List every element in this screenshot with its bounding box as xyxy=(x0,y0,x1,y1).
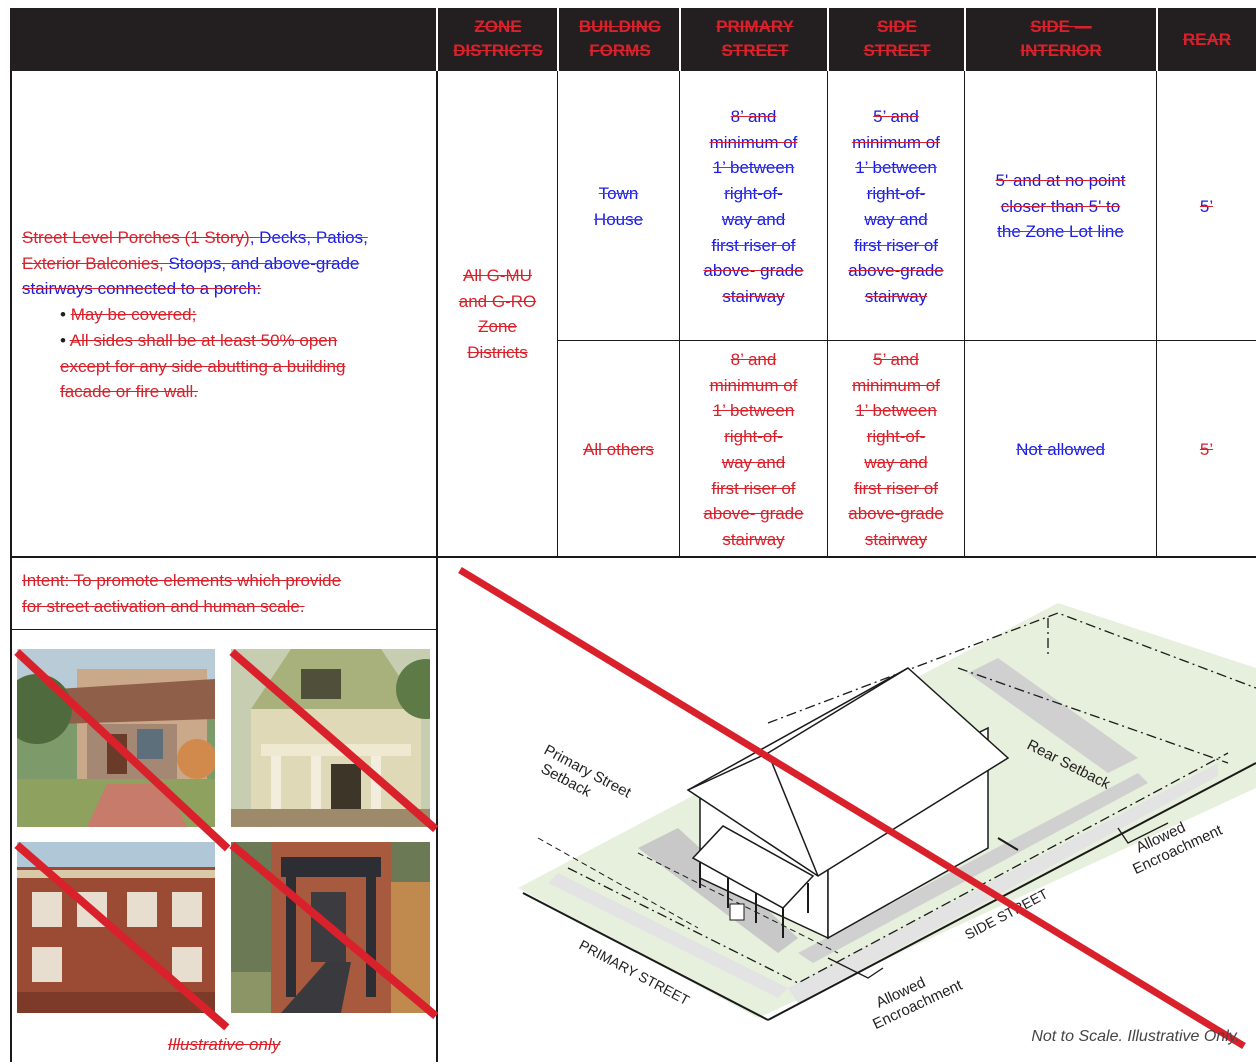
table-header-bar xyxy=(10,8,1256,71)
header-side-interior: SIDE —INTERIOR xyxy=(1020,17,1102,60)
header-rear: REAR xyxy=(1182,30,1232,49)
rear-all-others: 5’ xyxy=(1199,440,1214,459)
rear-town-house: 5’ xyxy=(1199,197,1214,216)
intent-statement: Intent: To promote elements which provid… xyxy=(22,571,342,616)
encroachment-diagram: Primary Street Setback Rear Setback Allo… xyxy=(458,567,1256,1049)
photo-caption: Illustrative only xyxy=(167,1035,281,1054)
building-form-all-others: All others xyxy=(583,440,654,459)
strike-diagram xyxy=(458,567,1246,1049)
side-interior-all-others: Not allowed xyxy=(1016,440,1105,459)
diagram-footnote: Not to Scale. Illustrative Only. xyxy=(1031,1028,1240,1045)
label-primary-street-setback: Primary Street Setback xyxy=(538,742,635,802)
encroachment-description: Street Level Porches (1 Story), Decks, P… xyxy=(22,228,368,402)
